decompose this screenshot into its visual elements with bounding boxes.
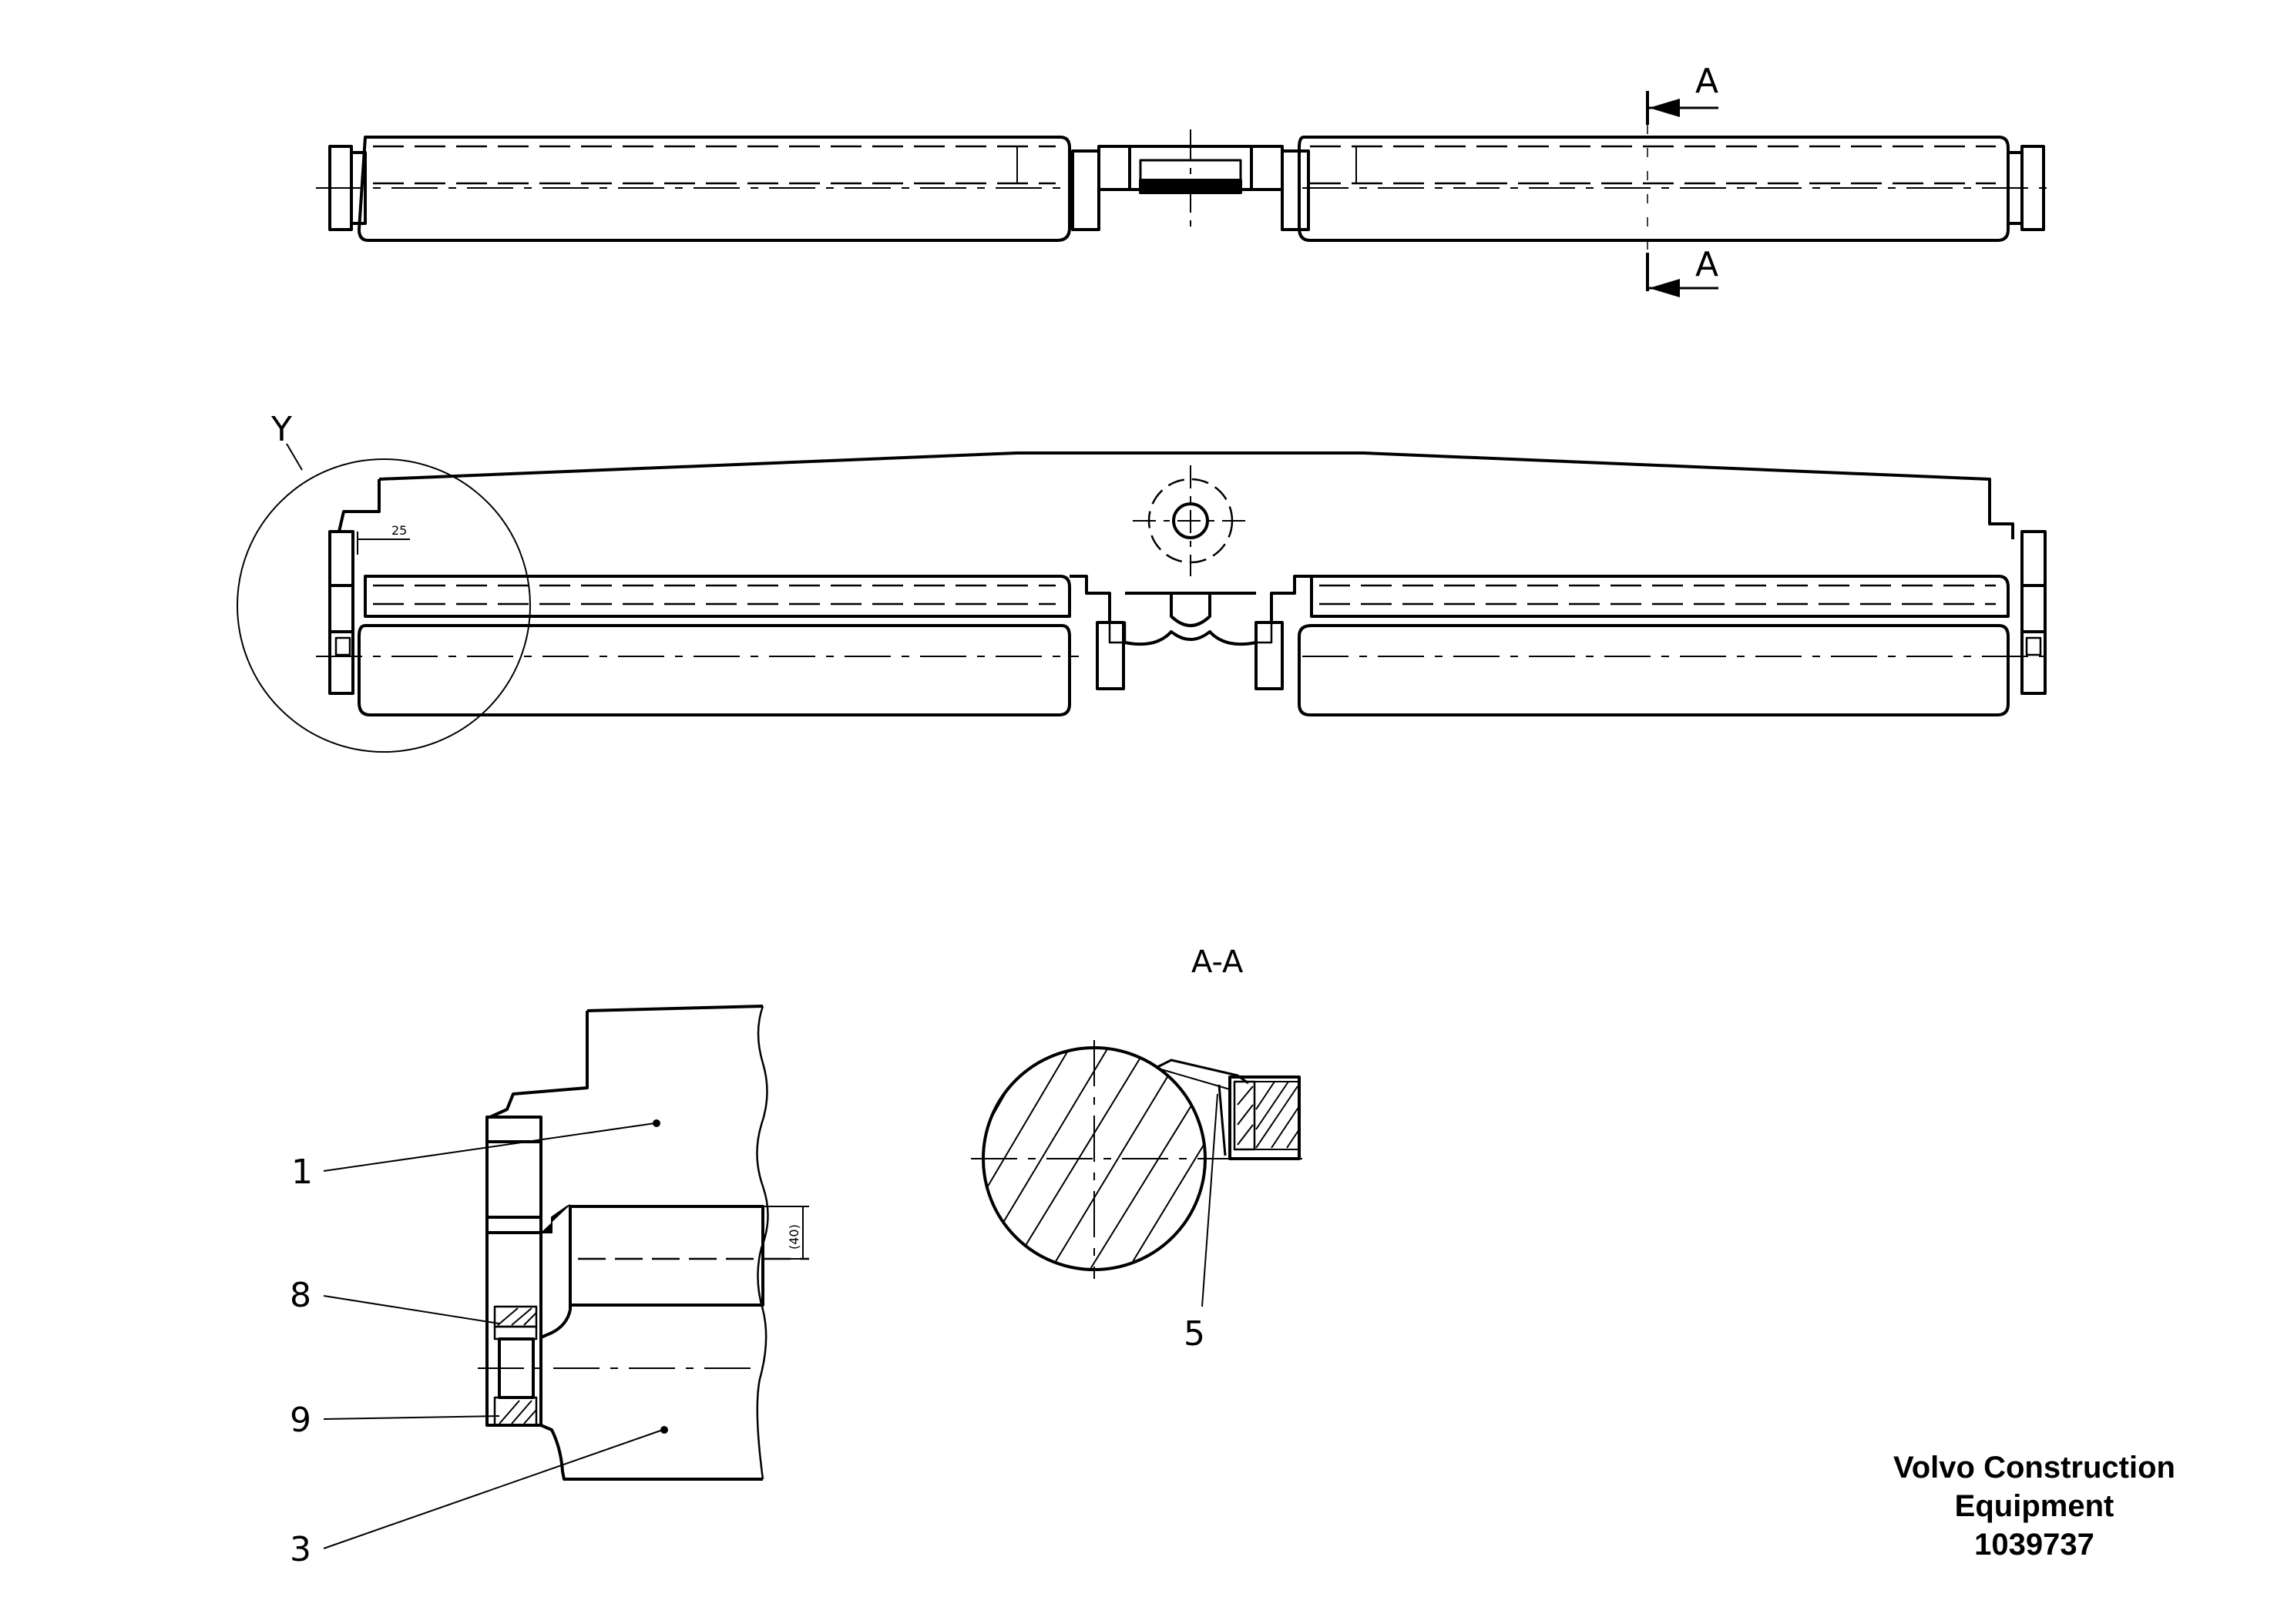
- detail-mark-y: Y: [270, 410, 292, 449]
- section-title-aa: A-A: [1191, 945, 1244, 980]
- callout-5: 5: [1184, 1314, 1205, 1354]
- section-mark-bottom: A: [1695, 245, 1718, 284]
- title-block-line-2: Equipment: [1954, 1489, 2114, 1523]
- callout-9: 9: [290, 1401, 311, 1440]
- callout-8: 8: [290, 1276, 311, 1315]
- callout-3: 3: [290, 1530, 311, 1569]
- top-view: [316, 91, 2050, 297]
- front-view: [237, 443, 2050, 753]
- detail-y-view: [323, 1005, 809, 1549]
- section-mark-top: A: [1695, 62, 1718, 101]
- part-number: 1039737: [1974, 1528, 2094, 1562]
- small-dimension: 25: [391, 523, 407, 538]
- section-aa-view: [971, 1040, 1302, 1307]
- title-block-line-1: Volvo Construction: [1893, 1451, 2175, 1485]
- title-block: Volvo Construction Equipment 1039737: [1834, 1448, 2235, 1564]
- callout-1: 1: [291, 1153, 313, 1192]
- detail-dimension: (40): [787, 1224, 801, 1250]
